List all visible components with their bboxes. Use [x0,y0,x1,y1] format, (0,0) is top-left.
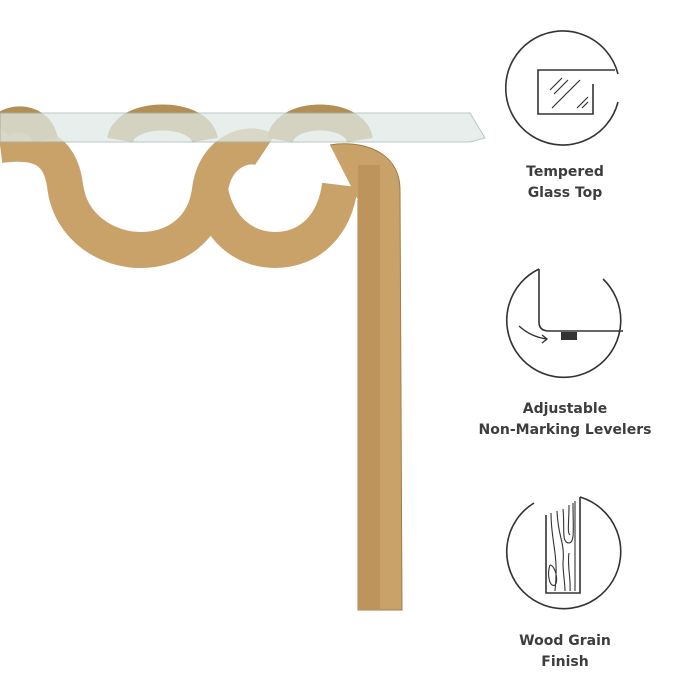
glass-top-icon [505,30,619,146]
feature-label-line1: Wood Grain [519,633,611,649]
feature-label-line2: Non-Marking Levelers [478,422,652,438]
leveler-icon [505,268,623,379]
wood-grain-icon [505,496,622,610]
console-table-image [0,104,486,611]
feature-label-line2: Glass Top [527,185,603,201]
wavy-wood-base [0,104,403,611]
feature-label-line2: Finish [541,654,589,670]
feature-label-line1: Adjustable [522,401,608,417]
glass-top [0,112,486,143]
feature-label-line1: Tempered [526,164,604,180]
